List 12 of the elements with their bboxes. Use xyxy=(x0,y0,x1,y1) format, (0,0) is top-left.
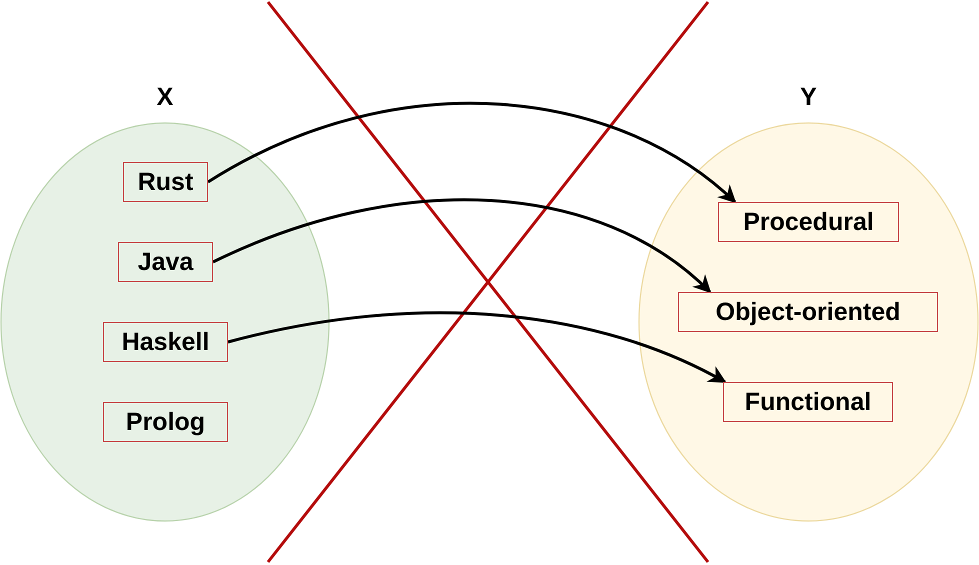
arrow xyxy=(212,198,712,294)
arrow xyxy=(207,102,736,204)
set-heading: Y xyxy=(799,82,818,113)
element-box: Object-oriented xyxy=(678,292,938,332)
element-box: Rust xyxy=(123,162,208,202)
arrow xyxy=(228,312,727,384)
element-box: Haskell xyxy=(103,322,228,362)
element-box: Prolog xyxy=(103,402,228,442)
element-box: Functional xyxy=(723,382,893,422)
element-box: Java xyxy=(118,242,213,282)
element-box: Procedural xyxy=(718,202,899,242)
set-heading: X xyxy=(156,82,174,113)
